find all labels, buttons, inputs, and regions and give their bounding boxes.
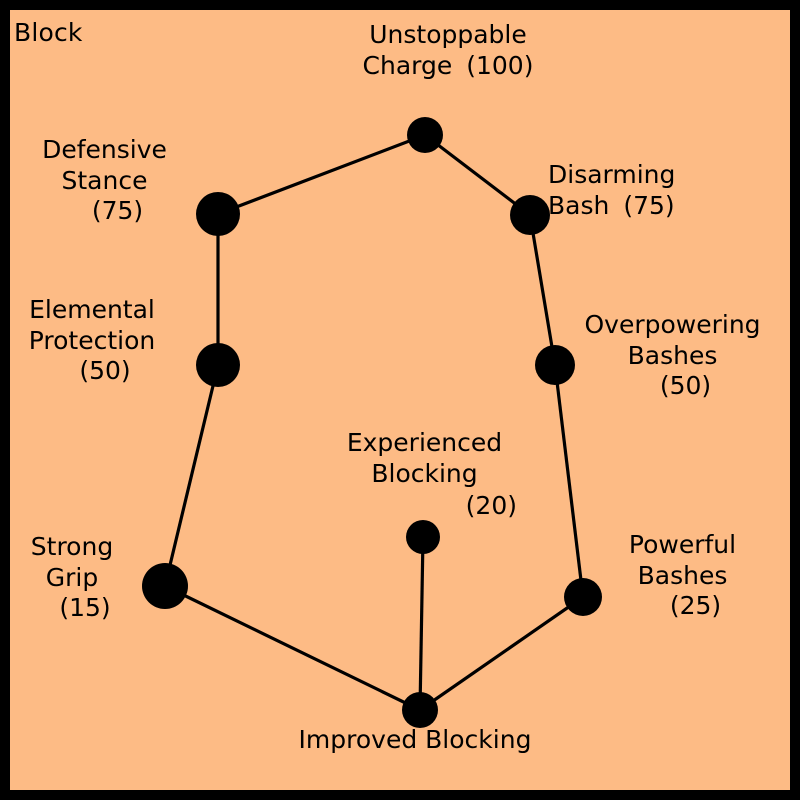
skill-tree-graph [142, 117, 602, 728]
skill-edge [163, 364, 220, 587]
skill-label-line: Charge (100) [348, 51, 548, 82]
skill-name-text: Bash [548, 190, 610, 220]
skill-node-disarming-bash[interactable] [510, 195, 550, 235]
skill-node-defensive-stance[interactable] [196, 192, 240, 236]
skill-label-line: Bashes [637, 560, 728, 590]
nodes-group [142, 117, 602, 728]
skill-label-line: Disarming [548, 160, 676, 189]
skill-edge [164, 584, 421, 712]
skill-edge [418, 536, 425, 711]
skill-value-text: (50) [79, 356, 131, 385]
skill-node-improved-blocking[interactable] [402, 692, 438, 728]
skill-edge [424, 133, 531, 217]
skill-label-line: Strong [30, 532, 114, 561]
skill-node-experienced-blocking[interactable] [406, 520, 440, 554]
skill-node-powerful-bashes[interactable] [564, 578, 602, 616]
skill-value-text: (50) [659, 371, 712, 400]
skill-value-text: (15) [59, 593, 111, 622]
skill-label-improved-blocking: Improved Blocking [265, 725, 565, 756]
skill-label-line: Blocking [371, 458, 478, 488]
skill-value-text: (20) [465, 491, 517, 520]
skill-node-unstoppable-charge[interactable] [407, 117, 443, 153]
skill-node-strong-grip[interactable] [142, 563, 188, 609]
skill-label-line: Overpowering [584, 310, 761, 339]
skill-edge [419, 595, 584, 712]
skill-value-text: (75) [91, 196, 144, 225]
skill-label-line: Powerful [628, 530, 737, 559]
skill-label-line: Experienced [346, 428, 503, 457]
skill-label-line: Stance [61, 165, 148, 195]
skill-value-text: (25) [669, 591, 722, 620]
skill-value-text: (100) [466, 50, 534, 80]
skill-node-overpowering-bashes[interactable] [535, 345, 575, 385]
skill-edge [528, 214, 557, 366]
skill-label-line: Bashes [627, 340, 718, 370]
skill-edge [217, 133, 426, 216]
skill-label-line: Improved Blocking [298, 725, 532, 754]
skill-edge [553, 364, 585, 598]
skill-label-line: Defensive [42, 135, 167, 164]
skill-value-text: (75) [623, 190, 675, 220]
skill-node-elemental-protection[interactable] [196, 343, 240, 387]
skill-label-line: Elemental [29, 295, 155, 324]
skill-label-line: Unstoppable [369, 20, 527, 49]
skill-label-line: Grip [45, 562, 99, 592]
skill-label-line: Bash (75) [548, 191, 748, 222]
skill-name-text: Charge [362, 50, 453, 80]
skill-label-line: Protection [28, 325, 156, 355]
page-title: Block [14, 18, 83, 47]
edges-group [163, 133, 585, 712]
